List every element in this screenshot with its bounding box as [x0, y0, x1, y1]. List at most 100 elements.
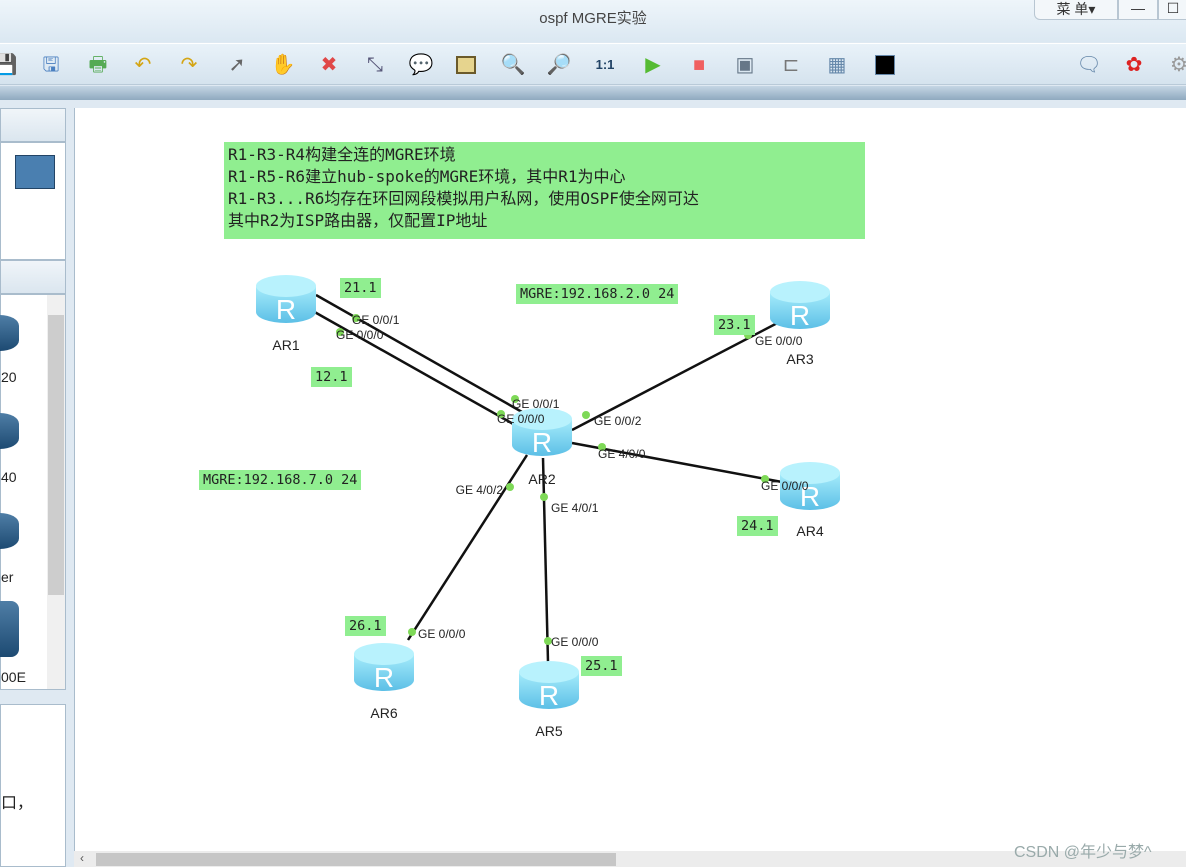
interface-label: GE 0/0/0: [551, 635, 599, 649]
ip-note[interactable]: 24.1: [737, 516, 778, 536]
description-text: 口，: [1, 795, 34, 812]
router-glyph-icon: R: [276, 294, 296, 325]
start-icon[interactable]: ▶: [645, 54, 661, 76]
router-label: AR3: [786, 351, 813, 367]
delete-link-icon[interactable]: ⤡: [367, 54, 383, 76]
router-glyph-icon: R: [800, 481, 820, 512]
port-dot: [497, 410, 505, 418]
toolbar-separator: [0, 86, 1186, 100]
device-label: er: [1, 569, 14, 585]
ip-note[interactable]: 21.1: [340, 278, 381, 298]
link-ar2-ar4[interactable]: [571, 441, 783, 484]
router-icon[interactable]: [0, 413, 19, 449]
ip-note[interactable]: 26.1: [345, 616, 386, 636]
port-dot: [544, 637, 552, 645]
pointer-icon[interactable]: ➚: [228, 54, 246, 76]
port-dot: [506, 483, 514, 491]
console-icon[interactable]: [872, 52, 898, 78]
interface-label: GE 0/0/0: [755, 334, 803, 348]
link-ar1-ar2-g0[interactable]: [310, 308, 516, 427]
grid-icon[interactable]: ▦: [827, 54, 847, 76]
huawei-icon[interactable]: ✿: [1125, 54, 1143, 76]
router-ar5[interactable]: R AR5: [519, 661, 579, 739]
undo-icon[interactable]: ↶: [134, 54, 152, 76]
ip-note[interactable]: 12.1: [311, 367, 352, 387]
port-dot: [408, 628, 416, 636]
port-dot: [761, 475, 769, 483]
zoom-in-icon[interactable]: 🔍: [500, 54, 526, 76]
window-title: ospf MGRE实验: [539, 10, 647, 27]
mgre-note[interactable]: MGRE:192.168.2.0 24: [516, 284, 679, 304]
interface-label: GE 0/0/0: [418, 627, 466, 641]
ip-note[interactable]: 23.1: [714, 315, 755, 335]
link-ar1-ar2-g1[interactable]: [315, 293, 523, 414]
firewall-icon[interactable]: [15, 155, 55, 189]
vertical-scrollbar[interactable]: [47, 295, 65, 689]
watermark: CSDN @年少与梦^: [1014, 844, 1152, 861]
maximize-button[interactable]: ☐: [1158, 0, 1186, 20]
interface-label: GE 0/0/1: [352, 313, 400, 327]
horizontal-scrollbar[interactable]: ‹: [74, 851, 1186, 867]
port-dot: [598, 443, 606, 451]
mgre-note[interactable]: MGRE:192.168.7.0 24: [199, 470, 362, 490]
fit-icon[interactable]: 1:1: [595, 57, 615, 72]
save-as-icon[interactable]: 🖫: [42, 54, 60, 76]
panel-header: [0, 108, 66, 142]
device-panel: 20 40 er 00E 口，: [0, 100, 68, 867]
zoom-out-icon[interactable]: 🔎: [546, 54, 572, 76]
interface-label: GE 4/0/0: [598, 447, 646, 461]
hand-icon[interactable]: ✋: [270, 54, 296, 76]
device-label: 00E: [1, 669, 26, 685]
note-line: R1-R3...R6均存在环回网段模拟用户私网，使用OSPF使全网可达: [228, 189, 699, 208]
save-icon[interactable]: 💾: [0, 54, 18, 76]
link-ar2-ar5[interactable]: [541, 457, 550, 663]
ip-note[interactable]: 25.1: [581, 656, 622, 676]
router-ar2[interactable]: R AR2: [512, 408, 572, 487]
router-icon[interactable]: [0, 315, 19, 351]
device-label: 20: [1, 369, 17, 385]
server-icon[interactable]: [0, 601, 19, 657]
router-glyph-icon: R: [374, 662, 394, 693]
interface-label: GE 4/0/1: [551, 501, 599, 515]
device-list: 20 40 er 00E: [0, 294, 66, 690]
port-dot: [352, 314, 360, 322]
router-label: AR5: [535, 723, 562, 739]
router-label: AR4: [796, 523, 823, 539]
capture-icon[interactable]: ▣: [735, 54, 755, 76]
chat-icon[interactable]: 🗨: [1076, 54, 1102, 76]
interface-label: GE 0/0/2: [594, 414, 642, 428]
router-glyph-icon: R: [539, 680, 559, 711]
menu-button[interactable]: 菜 单▾: [1034, 0, 1118, 20]
stop-icon[interactable]: ■: [692, 54, 706, 76]
panel-header: [0, 260, 66, 294]
port-dot: [582, 411, 590, 419]
interface-label: GE 0/0/0: [497, 412, 545, 426]
router-ar4[interactable]: R AR4: [780, 462, 840, 539]
router-label: AR2: [528, 471, 555, 487]
redo-icon[interactable]: ↷: [180, 54, 198, 76]
port-dot: [511, 395, 519, 403]
delete-icon[interactable]: ✖: [320, 54, 338, 76]
port-dot: [336, 328, 344, 336]
interface-label: GE 0/0/0: [336, 328, 384, 342]
scroll-thumb[interactable]: [96, 853, 616, 866]
scroll-left-icon[interactable]: ‹: [80, 851, 84, 865]
minimize-button[interactable]: —: [1118, 0, 1158, 20]
text-note-icon[interactable]: 💬: [408, 54, 434, 76]
router-glyph-icon: R: [532, 427, 552, 458]
rectangle-icon[interactable]: [452, 52, 478, 78]
settings-icon[interactable]: ⚙: [1170, 54, 1186, 76]
router-icon[interactable]: [0, 513, 19, 549]
print-icon[interactable]: 🖶: [88, 54, 108, 76]
note-line: 其中R2为ISP路由器，仅配置IP地址: [228, 211, 488, 230]
interface-label: GE 0/0/0: [761, 479, 809, 493]
scroll-thumb[interactable]: [48, 315, 64, 595]
title-bar: ospf MGRE实验 菜 单▾ — ☐: [0, 0, 1186, 42]
topology-icon[interactable]: ⊏: [782, 54, 800, 76]
note-line: R1-R5-R6建立hub-spoke的MGRE环境，其中R1为中心: [228, 167, 626, 186]
